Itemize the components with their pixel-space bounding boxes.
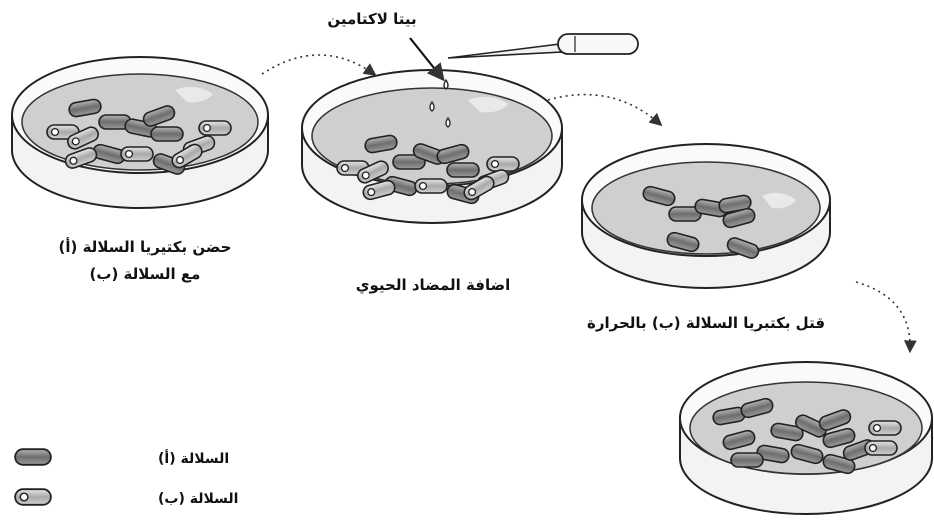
petri-dish-1 — [12, 57, 268, 208]
legend-strain-a-label: السلالة (أ) — [158, 449, 229, 467]
step3-label: قتل بكتبريا السلالة (ب) بالحرارة — [587, 314, 825, 332]
petri-dish-3 — [582, 144, 830, 288]
petri-dish-2 — [302, 70, 562, 223]
arrow-step2-to-step3 — [548, 95, 660, 124]
step1-label-line2: مع السلالة (ب) — [90, 265, 201, 283]
step2-label: اضافة المضاد الحيوي — [356, 276, 510, 295]
step1-label-line1: حضن بكتيريا السلالة (أ) — [59, 237, 232, 256]
pipette-icon — [448, 34, 638, 58]
legend-strain-a-swatch — [15, 449, 51, 465]
legend-strain-b-label: السلالة (ب) — [158, 491, 238, 507]
petri-dish-4 — [680, 362, 932, 514]
legend: السلالة (أ) السلالة (ب) — [15, 449, 238, 507]
legend-strain-b-swatch — [15, 489, 51, 505]
arrow-step1-to-step2 — [262, 55, 374, 74]
antibiotic-name-label: بيتا لاكتامين — [327, 10, 416, 28]
arrow-step3-to-step4 — [856, 282, 910, 350]
